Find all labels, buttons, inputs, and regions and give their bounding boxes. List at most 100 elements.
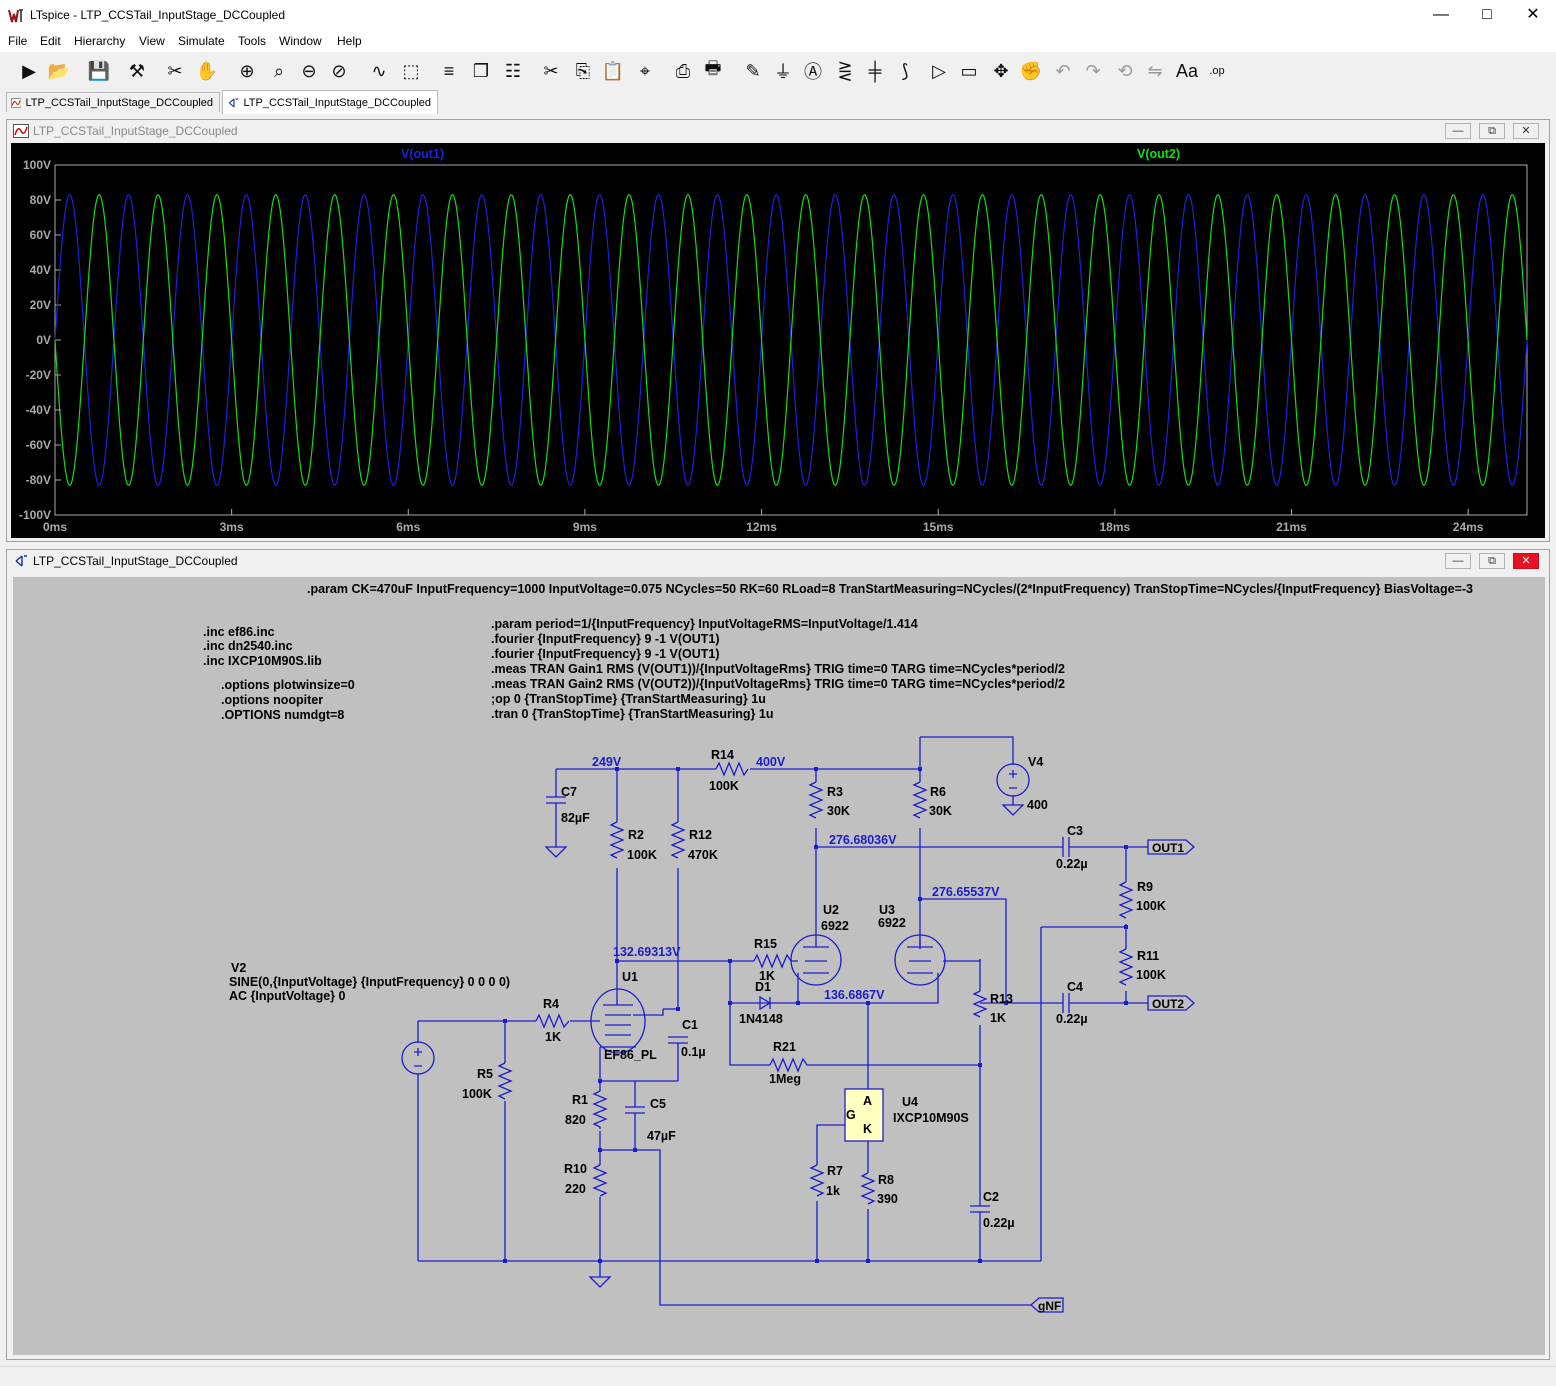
directive-include-ixcp[interactable]: .inc IXCP10M90S.lib [203, 654, 322, 668]
label-R12-value[interactable]: 470K [688, 848, 718, 862]
label-V2-value[interactable]: SINE(0,{InputVoltage} {InputFrequency} 0… [229, 975, 511, 989]
label-C4-name[interactable]: C4 [1067, 980, 1083, 994]
close-button[interactable]: ✕ [1526, 6, 1540, 23]
label-C2-name[interactable]: C2 [983, 1190, 999, 1204]
schematic-canvas[interactable]: .param CK=470uF InputFrequency=1000 Inpu… [13, 577, 1545, 1355]
find-icon[interactable]: ⌖ [639, 60, 651, 81]
directive-options-noopiter[interactable]: .options noopiter [221, 693, 324, 707]
tile-vertical-icon[interactable]: ☷ [504, 60, 522, 81]
directive-fourier-1[interactable]: .fourier {InputFrequency} 9 -1 V(OUT1) [491, 632, 720, 646]
menu-edit[interactable]: Edit [40, 34, 61, 48]
label-U4-name[interactable]: U4 [902, 1095, 918, 1109]
control-panel-icon[interactable]: ⚒ [128, 60, 146, 81]
label-C2-value[interactable]: 0.22µ [983, 1216, 1015, 1230]
text-icon[interactable]: Aa [1175, 60, 1199, 81]
label-C5-value[interactable]: 47µF [647, 1129, 676, 1143]
label-U2-value[interactable]: 6922 [821, 919, 849, 933]
save-icon[interactable]: 💾 [87, 60, 111, 81]
ground-icon[interactable]: ⏚ [774, 62, 792, 82]
label-R1-name[interactable]: R1 [572, 1093, 588, 1107]
label-R4-name[interactable]: R4 [543, 997, 559, 1011]
drag-icon[interactable]: ✊ [1019, 60, 1043, 81]
cut-icon[interactable]: ✂ [543, 60, 559, 81]
label-R4-value[interactable]: 1K [545, 1030, 561, 1044]
schematic-close-button[interactable]: ✕ [1513, 553, 1539, 569]
redo-icon[interactable]: ↷ [1085, 60, 1101, 81]
tab-waveform[interactable]: LTP_CCSTail_InputStage_DCCoupled [6, 92, 220, 112]
label-icon[interactable]: Ⓐ [804, 62, 822, 82]
waveform-close-button[interactable]: ✕ [1513, 123, 1539, 139]
fit-icon[interactable]: ⬚ [402, 60, 420, 81]
label-R11-value[interactable]: 100K [1136, 968, 1166, 982]
label-R3-name[interactable]: R3 [827, 785, 843, 799]
tab-schematic[interactable]: LTP_CCSTail_InputStage_DCCoupled [222, 90, 438, 114]
directive-op-comment[interactable]: ;op 0 {TranStopTime} {TranStartMeasuring… [491, 692, 766, 706]
label-R13-value[interactable]: 1K [990, 1011, 1006, 1025]
label-R21-name[interactable]: R21 [773, 1040, 796, 1054]
directive-param-period[interactable]: .param period=1/{InputFrequency} InputVo… [491, 617, 918, 631]
label-R8-name[interactable]: R8 [878, 1173, 894, 1187]
label-U3-value[interactable]: 6922 [878, 916, 906, 930]
zoom-in-icon[interactable]: ⊕ [239, 60, 255, 81]
label-R14-name[interactable]: R14 [711, 748, 734, 762]
label-R1-value[interactable]: 820 [565, 1113, 586, 1127]
label-R8-value[interactable]: 390 [877, 1192, 898, 1206]
zoom-area-icon[interactable]: ⌕ [273, 60, 285, 81]
label-R12-name[interactable]: R12 [689, 828, 712, 842]
label-R10-name[interactable]: R10 [564, 1162, 587, 1176]
label-R15-name[interactable]: R15 [754, 937, 777, 951]
directive-param[interactable]: .param CK=470uF InputFrequency=1000 Inpu… [307, 582, 1474, 596]
pan-icon[interactable]: ✋ [195, 60, 219, 81]
label-V2-name[interactable]: V2 [231, 961, 247, 975]
rotate-icon[interactable]: ⟲ [1117, 60, 1133, 81]
waveform-minimize-button[interactable]: — [1445, 123, 1471, 139]
halt-icon[interactable]: ✂ [167, 60, 183, 81]
directive-include-ef86[interactable]: .inc ef86.inc [203, 625, 275, 639]
label-U1-value[interactable]: EF86_PL [604, 1048, 657, 1062]
zoom-out-icon[interactable]: ⊖ [301, 60, 317, 81]
label-V2-value2[interactable]: AC {InputVoltage} 0 [229, 989, 346, 1003]
label-C7-value[interactable]: 82µF [561, 811, 590, 825]
schematic-minimize-button[interactable]: — [1445, 553, 1471, 569]
directive-include-dn2540[interactable]: .inc dn2540.inc [203, 639, 293, 653]
trace-label-vout1[interactable]: V(out1) [401, 147, 445, 161]
autorange-icon[interactable]: ∿ [371, 60, 387, 81]
directive-meas-gain1[interactable]: .meas TRAN Gain1 RMS (V(OUT1))/{InputVol… [491, 662, 1065, 676]
print-icon[interactable]: 🖶 [704, 58, 722, 78]
directive-fourier-2[interactable]: .fourier {InputFrequency} 9 -1 V(OUT1) [491, 647, 720, 661]
label-U2-name[interactable]: U2 [823, 903, 839, 917]
inductor-icon[interactable]: ⟆ [901, 60, 909, 81]
menu-file[interactable]: File [8, 34, 28, 48]
directive-options-plotwinsize[interactable]: .options plotwinsize=0 [221, 678, 355, 692]
label-R14-value[interactable]: 100K [709, 779, 739, 793]
label-R21-value[interactable]: 1Meg [769, 1072, 801, 1086]
label-R3-value[interactable]: 30K [827, 804, 850, 818]
tile-horizontal-icon[interactable]: ≡ [443, 60, 455, 81]
menu-tools[interactable]: Tools [238, 34, 267, 48]
capacitor-icon[interactable]: ╪ [868, 60, 882, 81]
netlabel-gNF[interactable]: gNF [1038, 1299, 1062, 1313]
label-R11-name[interactable]: R11 [1137, 949, 1160, 963]
spice-directive-icon[interactable]: .op [1209, 65, 1225, 77]
trace-label-vout2[interactable]: V(out2) [1137, 147, 1181, 161]
open-icon[interactable]: 📂 [47, 60, 71, 81]
label-D1-name[interactable]: D1 [755, 980, 771, 994]
label-R6-value[interactable]: 30K [929, 804, 952, 818]
label-U3-name[interactable]: U3 [879, 903, 895, 917]
label-C5-name[interactable]: C5 [650, 1097, 666, 1111]
label-V4-name[interactable]: V4 [1028, 755, 1044, 769]
label-R5-value[interactable]: 100K [462, 1087, 492, 1101]
label-R7-name[interactable]: R7 [827, 1164, 843, 1178]
waveform-chart[interactable]: 100V80V60V40V20V0V-20V-40V-60V-80V-100V0… [11, 143, 1545, 538]
label-R10-value[interactable]: 220 [565, 1182, 586, 1196]
menu-window[interactable]: Window [279, 34, 322, 48]
label-V4-value[interactable]: 400 [1027, 798, 1048, 812]
label-R9-value[interactable]: 100K [1136, 899, 1166, 913]
schematic-drawing[interactable] [13, 577, 1545, 1355]
label-C3-value[interactable]: 0.22µ [1056, 857, 1088, 871]
print-setup-icon[interactable]: ⎙ [675, 60, 691, 81]
wire-icon[interactable]: ✎ [745, 60, 761, 81]
mirror-icon[interactable]: ⇋ [1147, 60, 1163, 81]
move-icon[interactable]: ✥ [993, 60, 1009, 81]
